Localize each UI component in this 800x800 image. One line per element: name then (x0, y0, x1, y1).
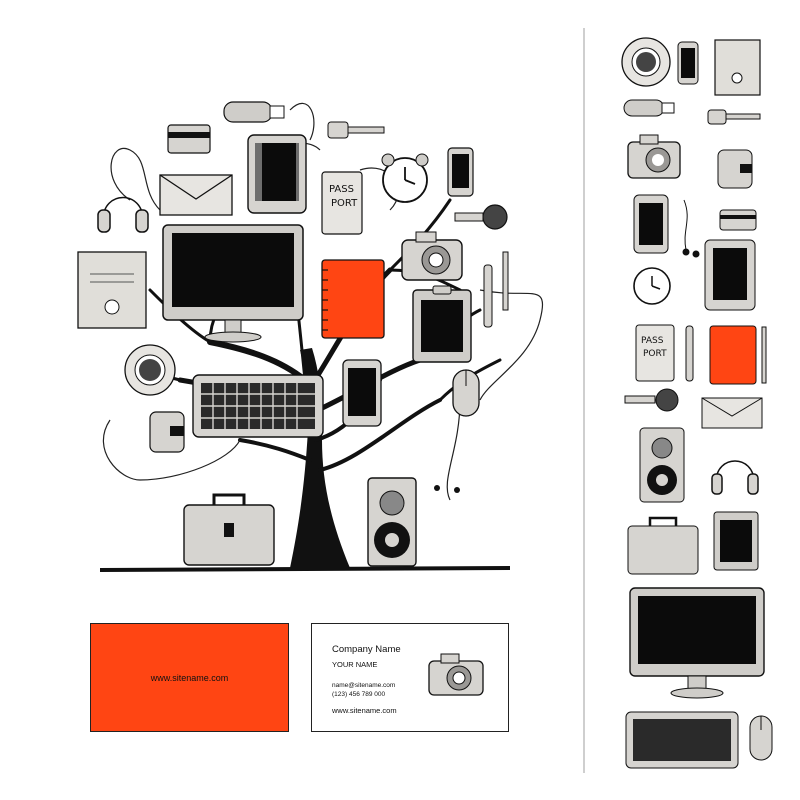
magnifier-icon (624, 388, 679, 412)
keyboard-icon (625, 711, 739, 769)
phone-number: (123) 456 789 000 (332, 691, 386, 698)
earphones-icon (434, 485, 460, 493)
mouse-icon (749, 715, 773, 761)
pen-icon (483, 264, 493, 328)
monitor-icon (629, 587, 765, 699)
person-name: YOUR NAME (332, 660, 378, 669)
clipboard-icon (713, 511, 759, 571)
mouse-icon (452, 369, 480, 417)
document-icon (714, 39, 761, 96)
vertical-divider (583, 28, 585, 773)
coffee-cup-icon (124, 344, 176, 396)
tablet-icon (704, 239, 756, 311)
passport-text-line1: PASS (641, 336, 664, 346)
alarm-clock-icon (381, 153, 429, 203)
tablet-icon (247, 134, 307, 214)
email-address: name@sitename.com (332, 682, 396, 689)
wallet-icon (717, 149, 753, 189)
smartphone-icon (633, 194, 669, 254)
passport-icon: PASS PORT (635, 324, 675, 382)
company-name: Company Name (332, 644, 401, 655)
passport-text-line2: PORT (331, 198, 358, 209)
key-icon (327, 121, 385, 139)
magnifier-icon (454, 204, 508, 230)
envelope-icon (159, 174, 233, 216)
key-icon (707, 109, 761, 125)
envelope-icon (701, 397, 763, 429)
credit-card-icon (167, 124, 211, 154)
passport-text-line2: PORT (643, 349, 667, 359)
notebook-icon (321, 259, 385, 339)
speaker-icon (367, 477, 417, 567)
headphones-icon (97, 196, 149, 233)
business-card-back: Company Name YOUR NAME name@sitename.com… (311, 623, 509, 732)
business-card-front: www.sitename.com (90, 623, 289, 732)
passport-text-line1: PASS (329, 184, 354, 195)
pencil-icon (761, 326, 767, 384)
speaker-icon (639, 427, 685, 503)
wallet-icon (149, 411, 185, 453)
website-url: www.sitename.com (150, 673, 229, 683)
website-url: www.sitename.com (332, 706, 397, 715)
icon-set-column: PASS PORT (621, 37, 773, 769)
camera-icon (627, 134, 681, 179)
earphones-icon (682, 199, 700, 258)
gadget-tree-illustration: PASS PORT (77, 101, 544, 572)
headphones-icon (711, 460, 759, 495)
camera-icon (401, 231, 463, 281)
keyboard-icon (192, 374, 324, 438)
clipboard-icon (412, 285, 472, 363)
monitor-icon (162, 224, 304, 343)
pencil-icon (502, 251, 509, 311)
notebook-icon (709, 325, 757, 385)
phone-icon (677, 41, 699, 85)
passport-icon: PASS PORT (321, 171, 363, 235)
briefcase-icon (183, 493, 275, 566)
smartphone-icon (342, 359, 382, 427)
phone-icon (447, 147, 474, 197)
coffee-cup-icon (621, 37, 671, 87)
camera-icon (428, 653, 484, 696)
pen-icon (685, 325, 694, 382)
ground-line (99, 566, 511, 572)
usb-flash-icon (223, 101, 285, 123)
document-icon (77, 251, 147, 329)
alarm-clock-icon (633, 267, 671, 305)
credit-card-icon (719, 209, 757, 231)
usb-flash-icon (623, 99, 675, 117)
tree-trunk (290, 348, 350, 568)
briefcase-icon (627, 516, 699, 575)
